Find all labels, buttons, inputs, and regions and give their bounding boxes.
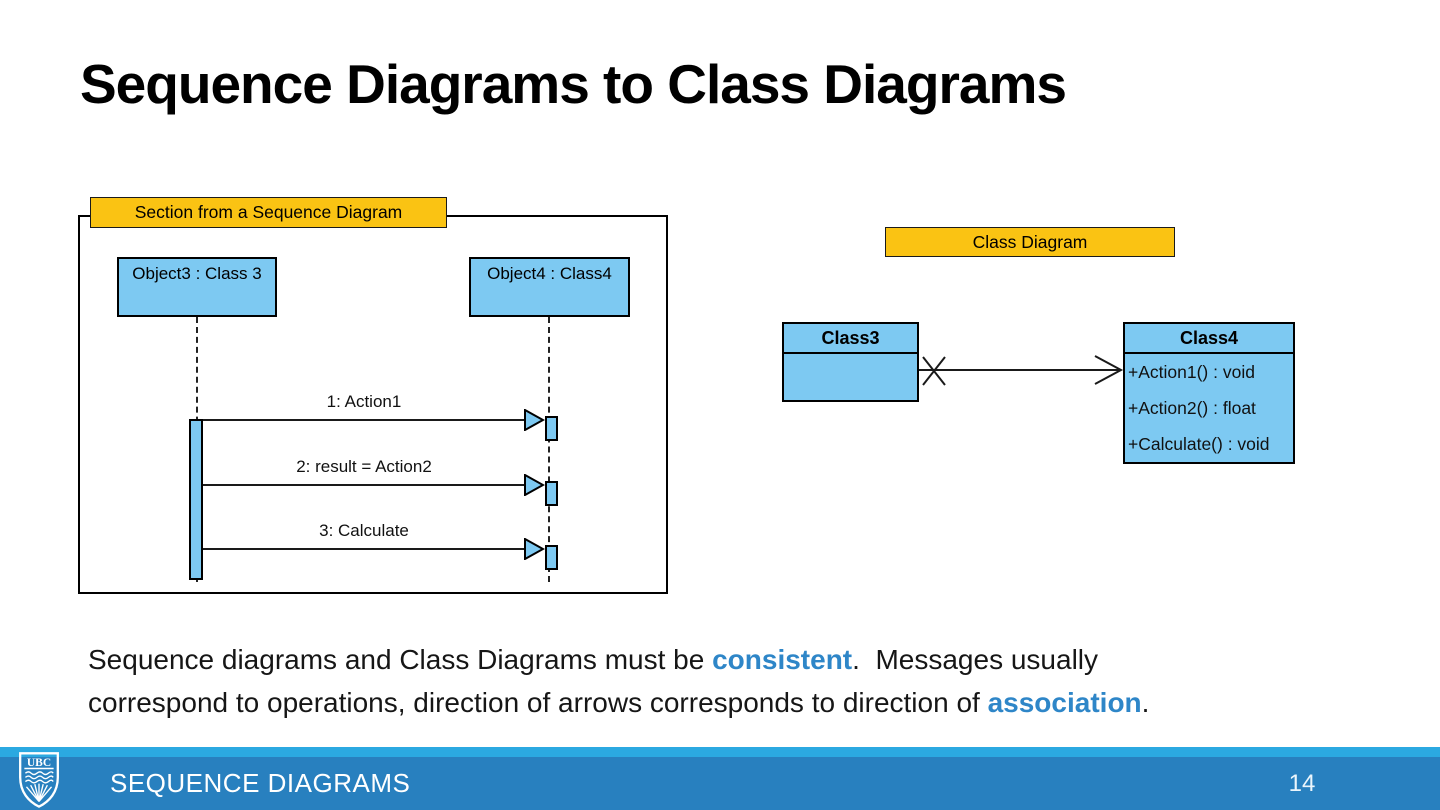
target-activation <box>545 545 558 570</box>
footer-bar <box>0 757 1440 810</box>
lifeline-head-object3: Object3 : Class 3 <box>117 257 277 317</box>
class-box-class3: Class3 <box>782 322 919 402</box>
page-title: Sequence Diagrams to Class Diagrams <box>80 53 1067 115</box>
class-name: Class3 <box>784 324 917 354</box>
sequence-diagram-label: Section from a Sequence Diagram <box>90 197 447 228</box>
class-diagram-label: Class Diagram <box>885 227 1175 257</box>
body-text-segment: Sequence diagrams and Class Diagrams mus… <box>88 644 713 675</box>
association-arrow <box>919 355 1124 386</box>
target-activation <box>545 416 558 441</box>
class-method: +Calculate() : void <box>1128 434 1270 454</box>
class-method: +Action2() : float <box>1128 398 1256 418</box>
body-text-segment: correspond to operations, direction of a… <box>88 687 988 718</box>
target-activation <box>545 481 558 506</box>
message-arrowhead-icon <box>524 409 545 431</box>
class-box-class4: Class4 +Action1() : void +Action2() : fl… <box>1123 322 1295 464</box>
message-label: 2: result = Action2 <box>296 457 432 476</box>
message-label: 1: Action1 <box>326 392 402 411</box>
open-arrowhead-icon <box>1094 355 1124 385</box>
message-line <box>203 484 525 486</box>
ubc-logo: UBC <box>19 752 59 808</box>
ubc-logo-text: UBC <box>27 757 51 769</box>
keyword-consistent: consistent <box>712 644 853 675</box>
class-body-empty <box>784 354 917 400</box>
message-line <box>203 419 525 421</box>
sequence-diagram-panel: Object3 : Class 3 Object4 : Class4 1: Ac… <box>78 215 668 594</box>
activation-bar-object3 <box>189 419 203 580</box>
body-text-segment: . <box>1141 687 1150 718</box>
body-text-segment: . Messages usually <box>852 644 1099 675</box>
keyword-association: association <box>987 687 1142 718</box>
message-arrowhead-icon <box>524 538 545 560</box>
body-text: Sequence diagrams and Class Diagrams mus… <box>88 638 1388 724</box>
message-label: 3: Calculate <box>319 521 409 540</box>
message-line <box>203 548 525 550</box>
class-method: +Action1() : void <box>1128 362 1255 382</box>
message-arrowhead-icon <box>524 474 545 496</box>
lifeline-object4 <box>548 317 550 582</box>
footer-accent-strip <box>0 747 1440 757</box>
footer-section-title: SEQUENCE DIAGRAMS <box>110 768 411 798</box>
lifeline-head-object4: Object4 : Class4 <box>469 257 630 317</box>
class-name: Class4 <box>1125 324 1293 354</box>
page-number: 14 <box>1288 770 1316 797</box>
